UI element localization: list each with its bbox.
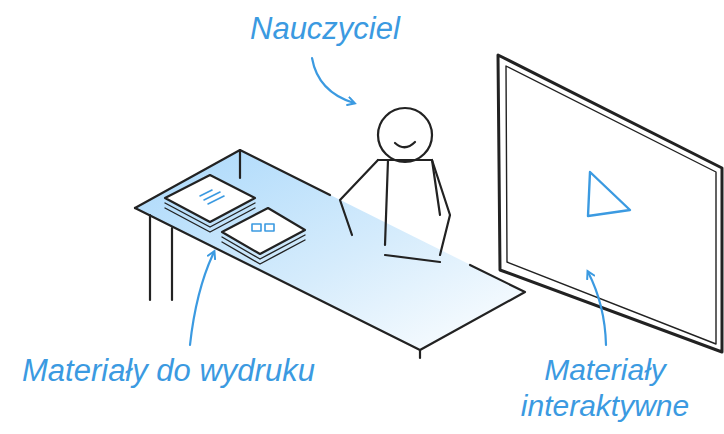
- screen-bezel: [506, 66, 716, 344]
- interactive-screen: [498, 55, 722, 352]
- leader-arrow: [190, 252, 214, 345]
- desk-edge: [135, 208, 525, 350]
- leader-arrow: [588, 272, 606, 345]
- desk-leg: [149, 215, 151, 300]
- callout-label: Materiały interaktywne: [490, 352, 720, 424]
- teacher-arm: [340, 160, 378, 235]
- callout-label: Nauczyciel: [250, 10, 450, 47]
- desk-leg: [239, 150, 241, 178]
- teacher-body: [378, 160, 440, 245]
- leader-arrow: [312, 58, 354, 103]
- teacher-hands: [385, 255, 440, 262]
- desk-top: [135, 150, 525, 350]
- paper-stack: [222, 208, 305, 264]
- callout-label: Materiały do wydruku: [22, 352, 382, 389]
- desk-leg: [419, 350, 421, 358]
- desk-leg: [171, 228, 173, 300]
- teacher-smile: [395, 142, 415, 147]
- play-icon: [588, 172, 630, 216]
- teacher-head: [378, 108, 432, 162]
